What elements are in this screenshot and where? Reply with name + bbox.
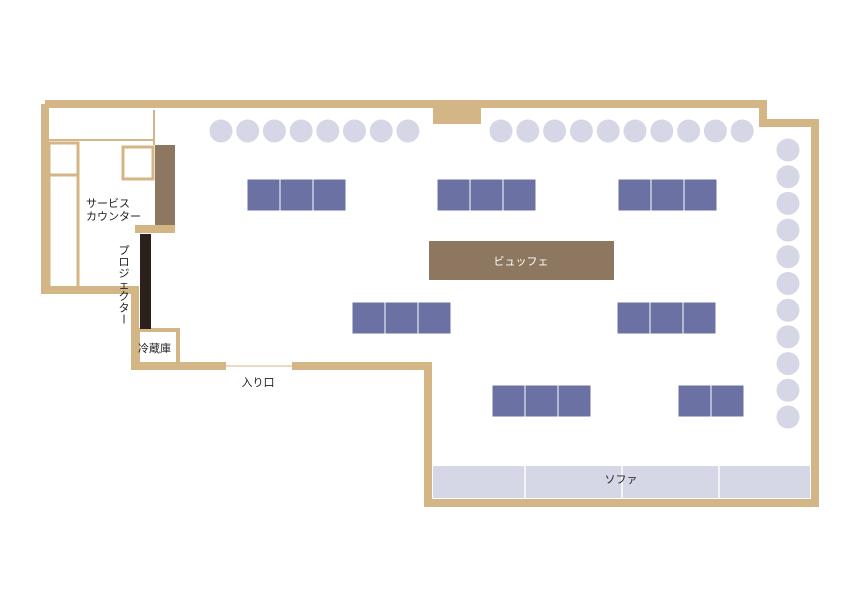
chair	[776, 405, 800, 429]
table-group	[436, 178, 537, 212]
table	[469, 178, 504, 212]
projector-label-char: ク	[119, 290, 130, 303]
entrance-label: 入り口	[242, 376, 275, 389]
service-counter-label-line2: カウンター	[86, 210, 141, 223]
table	[617, 178, 652, 212]
table	[312, 178, 347, 212]
service-counter-label-line1: サービス	[86, 197, 130, 210]
projector-label-char: ジ	[119, 267, 130, 280]
chair	[776, 298, 800, 322]
chair	[262, 119, 286, 143]
projector-label-char: ロ	[119, 256, 130, 269]
table	[384, 301, 419, 335]
chairs	[209, 119, 800, 429]
outer-wall	[45, 100, 819, 507]
chair	[396, 119, 420, 143]
table-group	[616, 301, 717, 335]
projector-screen	[140, 234, 151, 329]
chair	[623, 119, 647, 143]
chair	[776, 325, 800, 349]
chair	[209, 119, 233, 143]
table	[279, 178, 314, 212]
projector-label-char: プ	[119, 244, 130, 257]
chair	[776, 165, 800, 189]
chair	[516, 119, 540, 143]
table	[683, 178, 718, 212]
table	[557, 384, 592, 418]
table	[649, 301, 684, 335]
sofa-label: ソファ	[605, 473, 638, 486]
table-group	[677, 384, 745, 418]
table-group	[617, 178, 718, 212]
chair	[776, 352, 800, 376]
buffet-table	[429, 241, 614, 280]
chair	[703, 119, 727, 143]
table	[417, 301, 452, 335]
table	[351, 301, 386, 335]
service-counter	[155, 145, 175, 225]
chair	[730, 119, 754, 143]
chair	[776, 378, 800, 402]
storage-box	[47, 141, 80, 290]
table	[682, 301, 717, 335]
sofa	[433, 466, 810, 498]
table	[502, 178, 537, 212]
chair	[236, 119, 260, 143]
chair	[489, 119, 513, 143]
table	[677, 384, 712, 418]
table	[491, 384, 526, 418]
chair	[650, 119, 674, 143]
table	[710, 384, 745, 418]
projector-label-char: ェ	[119, 279, 130, 292]
chair	[776, 272, 800, 295]
counter-wall-stub	[135, 225, 175, 233]
table	[524, 384, 559, 418]
chair	[677, 119, 701, 143]
refrigerator-box	[136, 328, 180, 368]
counter-box	[121, 145, 155, 181]
chair	[596, 119, 620, 143]
chair	[316, 119, 340, 143]
table	[246, 178, 281, 212]
table	[650, 178, 685, 212]
table-group	[351, 301, 452, 335]
refrigerator-label: 冷蔵庫	[138, 341, 171, 355]
interior-walls	[47, 110, 292, 368]
chair	[776, 218, 800, 242]
chair	[543, 119, 567, 143]
chair	[776, 191, 800, 215]
projector-label-char: タ	[119, 302, 130, 315]
buffet-label: ビュッフェ	[494, 255, 549, 268]
chair	[369, 119, 393, 143]
chair	[289, 119, 313, 143]
table	[616, 301, 651, 335]
chair	[343, 119, 366, 143]
column-block	[433, 108, 481, 124]
chair	[776, 138, 800, 162]
table	[436, 178, 471, 212]
tables	[246, 178, 745, 418]
chair	[776, 245, 800, 269]
projector-label-char: ー	[117, 314, 130, 325]
chair	[569, 119, 593, 143]
table-group	[491, 384, 592, 418]
table-group	[246, 178, 347, 212]
